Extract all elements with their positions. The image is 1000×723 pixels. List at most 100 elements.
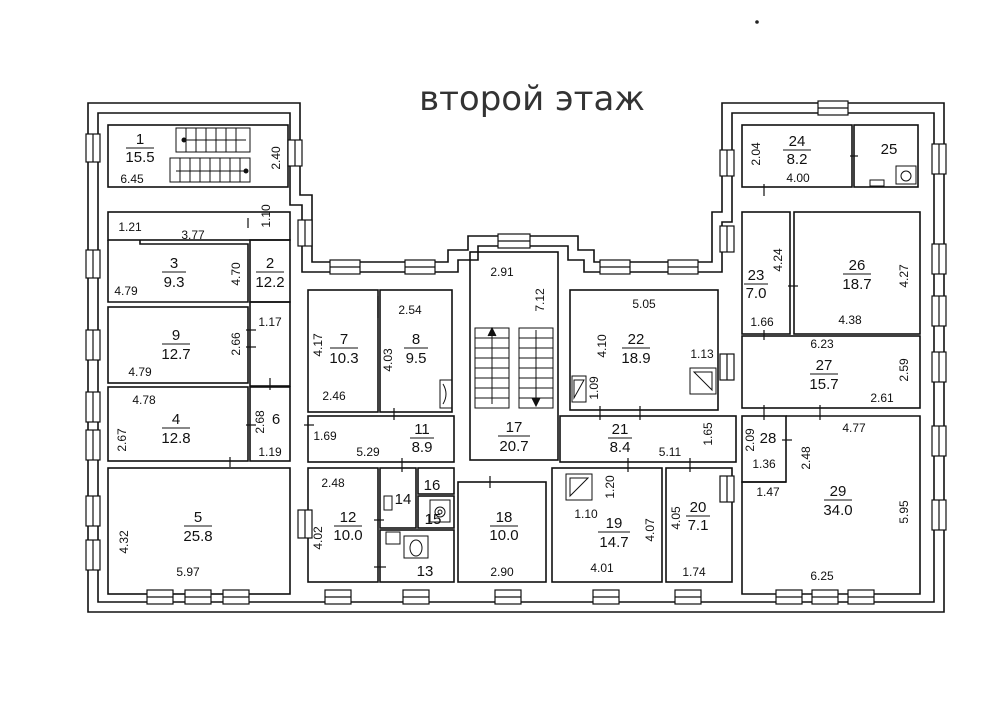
sink-room-22-left xyxy=(571,375,587,403)
window-bottom-9 xyxy=(775,589,803,605)
dimension-label: 6.45 xyxy=(120,172,144,186)
room-area: 7.0 xyxy=(746,285,767,302)
dimension-label: 2.91 xyxy=(490,265,514,279)
room-number: 11 xyxy=(414,421,430,438)
room-area: 18.7 xyxy=(842,276,871,293)
room-number: 20 xyxy=(690,499,707,516)
dimension-label: 5.95 xyxy=(897,500,911,524)
room-area: 8.4 xyxy=(610,439,631,456)
windows xyxy=(85,100,947,605)
dimension-label: 4.32 xyxy=(117,530,131,554)
room-number: 22 xyxy=(628,331,645,348)
sink-room-22 xyxy=(689,367,717,395)
sink-room-25 xyxy=(869,179,885,187)
room-area: 7.1 xyxy=(688,517,709,534)
wall-room-18 xyxy=(457,481,547,583)
room-area: 8.9 xyxy=(412,439,433,456)
wall-room-27 xyxy=(741,335,921,409)
window-leftwing-3 xyxy=(297,509,313,539)
wall-corridor-21 xyxy=(559,415,737,463)
room-number: 17 xyxy=(506,419,523,436)
dimension-label: 2.67 xyxy=(115,428,129,452)
dimension-label: 4.07 xyxy=(643,518,657,542)
ink-dot xyxy=(755,20,759,24)
window-rightwing-2 xyxy=(719,225,735,253)
dimension-label: 4.27 xyxy=(897,264,911,288)
window-bottom-11 xyxy=(847,589,875,605)
dimension-label: 3.77 xyxy=(181,228,205,242)
wall-room-20 xyxy=(665,467,733,583)
door-marks xyxy=(229,155,858,568)
wall-room-23 xyxy=(741,211,791,335)
window-bottom-3 xyxy=(222,589,250,605)
fixture-room-14 xyxy=(383,495,393,511)
stairs-room-1 xyxy=(169,127,251,183)
window-top-4 xyxy=(599,259,631,275)
dimension-label: 1.47 xyxy=(756,485,780,499)
room-number: 7 xyxy=(340,331,348,348)
room-area: 10.0 xyxy=(333,527,362,544)
dimension-label: 1.17 xyxy=(258,315,282,329)
dimension-label: 6.23 xyxy=(810,337,834,351)
window-left-7 xyxy=(85,539,101,571)
window-bottom-8 xyxy=(674,589,702,605)
dimension-label: 5.11 xyxy=(659,445,682,459)
dimension-label: 6.25 xyxy=(810,569,834,583)
wall-corridor-left xyxy=(107,211,291,241)
room-number: 21 xyxy=(612,421,629,438)
wall-room-14 xyxy=(379,467,417,529)
dimension-label: 2.46 xyxy=(322,389,346,403)
dimension-label: 2.04 xyxy=(749,142,763,166)
wall-room-22 xyxy=(569,289,719,411)
window-left-4 xyxy=(85,391,101,423)
dimension-label: 1.66 xyxy=(750,315,774,329)
window-rightwing-3 xyxy=(719,353,735,381)
window-leftwing-2 xyxy=(297,219,313,247)
room-area: 34.0 xyxy=(823,502,852,519)
window-right-2 xyxy=(931,243,947,275)
dimension-label: 2.90 xyxy=(490,565,514,579)
window-bottom-2 xyxy=(184,589,212,605)
room-number: 27 xyxy=(816,357,833,374)
window-right-6 xyxy=(931,499,947,531)
window-left-3 xyxy=(85,329,101,361)
wall-room-4 xyxy=(107,386,249,462)
room-number: 23 xyxy=(748,267,765,284)
wall-room-17 xyxy=(469,251,559,461)
room-number: 9 xyxy=(172,327,180,344)
dimension-label: 1.21 xyxy=(118,220,142,234)
dimension-label: 1.69 xyxy=(313,429,337,443)
dimension-labels: 6.45 2.40 1.21 3.77 1.10 4.79 4.70 1.17 … xyxy=(114,142,911,583)
room-number: 1 xyxy=(136,131,144,148)
wall-room-16 xyxy=(417,467,455,495)
room-number: 19 xyxy=(606,515,623,532)
room-number: 16 xyxy=(424,477,441,494)
room-number: 5 xyxy=(194,509,202,526)
window-leftwing-1 xyxy=(287,139,303,167)
room-number: 4 xyxy=(172,411,180,428)
toilet-room-13 xyxy=(403,535,429,559)
stairs-room-17 xyxy=(474,326,554,409)
wall-corridor-11 xyxy=(307,415,455,463)
room-number: 14 xyxy=(395,491,412,508)
dimension-label: 4.38 xyxy=(838,313,862,327)
wall-room-26 xyxy=(793,211,921,335)
room-number: 18 xyxy=(496,509,513,526)
room-area: 8.2 xyxy=(787,151,808,168)
wall-room-9 xyxy=(107,306,249,384)
dimension-label: 4.79 xyxy=(114,284,138,298)
dimension-label: 2.09 xyxy=(743,428,757,452)
room-area: 12.2 xyxy=(255,274,284,291)
room-number: 25 xyxy=(881,141,898,158)
dimension-label: 2.48 xyxy=(799,446,813,470)
window-right-5 xyxy=(931,425,947,457)
window-top-3 xyxy=(497,233,531,249)
room-area: 10.3 xyxy=(329,350,358,367)
window-bottom-1 xyxy=(146,589,174,605)
dimension-label: 4.79 xyxy=(128,365,152,379)
dimension-label: 4.02 xyxy=(311,526,325,550)
dimension-label: 1.19 xyxy=(258,445,282,459)
room-number: 15 xyxy=(425,511,442,528)
plan-title: второй этаж xyxy=(419,79,645,119)
wall-room-15 xyxy=(417,495,455,529)
